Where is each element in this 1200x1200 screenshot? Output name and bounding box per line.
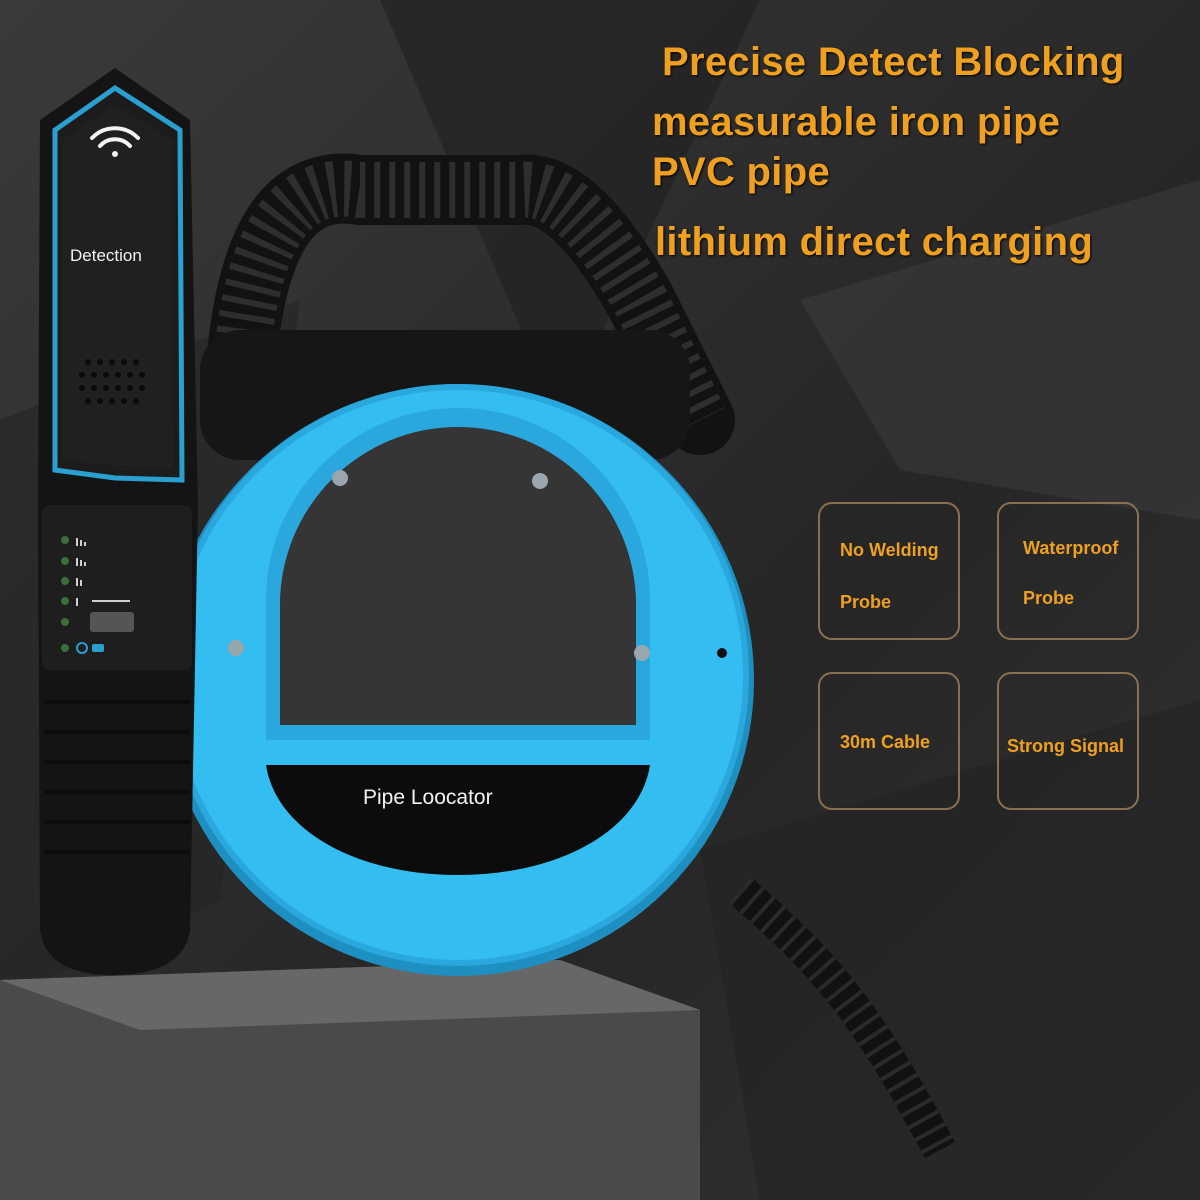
handheld-detector: [38, 68, 198, 975]
feature-label: Strong Signal: [1007, 736, 1124, 756]
detector-label: Detection: [70, 246, 142, 265]
headline-line-1: Precise Detect Blocking: [662, 40, 1125, 84]
feature-strong-signal: Strong Signal: [997, 672, 1139, 810]
speaker-grille-icon: [79, 359, 145, 404]
feature-label: No Welding: [840, 540, 939, 560]
headline-line-4: lithium direct charging: [655, 220, 1094, 264]
feature-label: Waterproof: [1023, 538, 1119, 558]
screw-icon: [634, 645, 650, 661]
pipe-locator-reel: [162, 384, 754, 976]
feature-label: 30m Cable: [840, 732, 931, 752]
feature-30m-cable: 30m Cable: [818, 672, 960, 810]
screw-icon: [532, 473, 548, 489]
screw-icon: [228, 640, 244, 656]
feature-label: Probe: [840, 592, 892, 612]
headline-line-3: PVC pipe: [652, 150, 830, 194]
feature-waterproof-probe: Waterproof Probe: [997, 502, 1139, 640]
headline-line-2: measurable iron pipe: [652, 100, 1061, 144]
feature-no-welding-probe: No Welding Probe: [818, 502, 960, 640]
reel-label-band: [266, 765, 650, 875]
signal-bars-icon: [61, 536, 69, 652]
power-icon: [76, 642, 104, 654]
feature-label: Probe: [1023, 588, 1075, 608]
reel-label: Pipe Loocator: [363, 786, 493, 809]
mode-switch: [90, 612, 134, 632]
wifi-icon: [90, 126, 140, 157]
screw-icon: [332, 470, 348, 486]
